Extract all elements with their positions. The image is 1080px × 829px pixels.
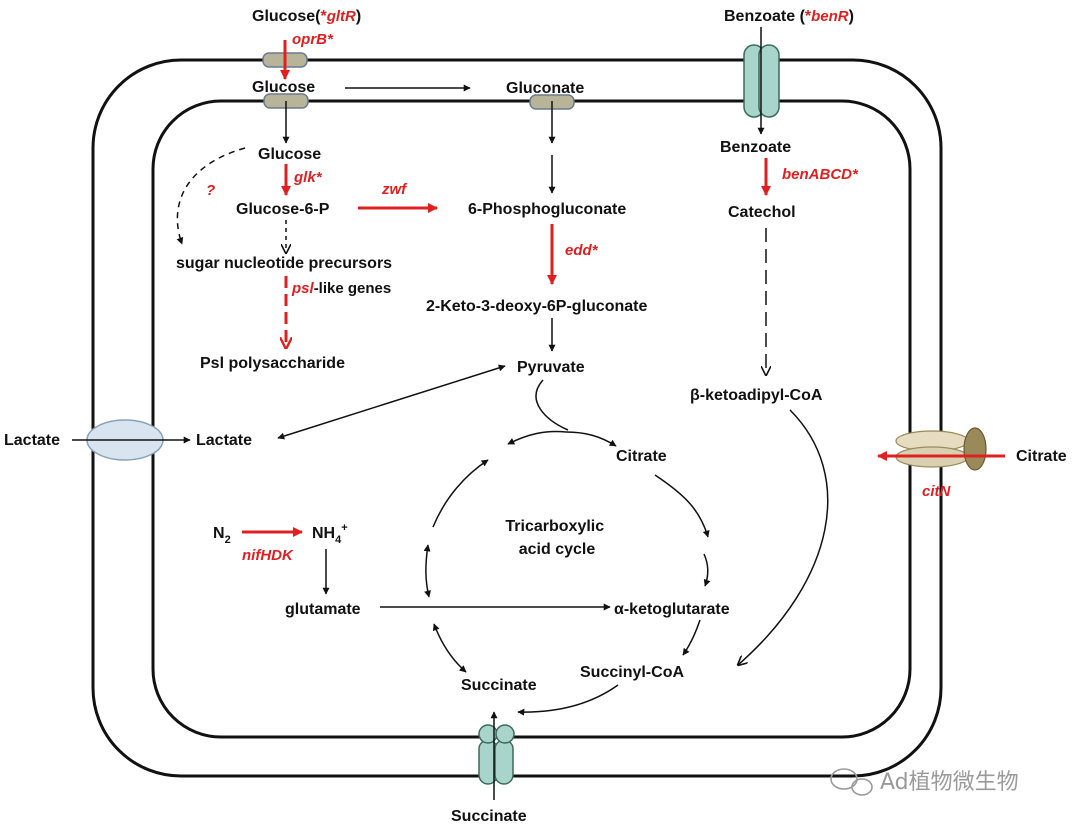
kdpg-label: 2-Keto-3-deoxy-6P-gluconate — [426, 298, 647, 315]
chat-bubbles-icon — [830, 768, 873, 796]
lactate-pyruvate-arrow — [277, 364, 506, 440]
ketoadipyl-label: β-ketoadipyl-CoA — [690, 387, 823, 404]
lactate-inside-label: Lactate — [196, 432, 252, 449]
citrate-outside-label: Citrate — [1016, 448, 1067, 465]
catechol-label: Catechol — [728, 204, 796, 221]
glk-label: glk* — [293, 169, 323, 186]
fumarate-to-malate-arrow — [423, 544, 431, 598]
ketoadipyl-to-succinylcoa-arrow — [738, 409, 829, 665]
succinate-transporter — [478, 724, 515, 785]
edd-label: edd* — [565, 242, 599, 259]
ketoglutarate-to-succinylcoa-arrow — [682, 619, 701, 656]
succinate-inside-label: Succinate — [461, 677, 537, 694]
lactate-outside-label: Lactate — [4, 432, 60, 449]
to-ketoglutarate-arrow — [703, 553, 711, 587]
glucose-periplasm-label: Glucose — [252, 79, 315, 96]
outer-membrane — [91, 58, 943, 778]
tca-cycle-label: Tricarboxylic acid cycle — [505, 518, 608, 558]
psl-polysaccharide-label: Psl polysaccharide — [200, 355, 345, 372]
succinate-to-fumarate-arrow — [432, 623, 467, 673]
sugar-nucleotide-label: sugar nucleotide precursors — [176, 255, 392, 272]
cycle-arrow-to-citrate — [565, 431, 617, 447]
nh4-label: NH4+ — [312, 522, 348, 546]
ketoglutarate-label: α-ketoglutarate — [614, 601, 730, 618]
citrate-to-isocitrate-arrow — [654, 474, 710, 538]
pyruvate-label: Pyruvate — [517, 359, 585, 376]
question-label: ? — [206, 182, 215, 199]
citN-transporter — [895, 427, 987, 471]
malate-to-oxaloacetate-arrow — [432, 459, 489, 528]
benzoate-inside-label: Benzoate — [720, 139, 791, 156]
citrate-inside-label: Citrate — [616, 448, 667, 465]
succinate-outside-label: Succinate — [451, 808, 527, 825]
psl-genes-label: psl-like genes — [291, 280, 391, 297]
benzoate-transporter — [743, 44, 780, 118]
gluconate-label: Gluconate — [506, 80, 584, 97]
succinyl-coa-label: Succinyl-CoA — [580, 664, 684, 681]
glutamate-label: glutamate — [285, 601, 361, 618]
watermark-text: Ad植物微生物 — [880, 770, 1019, 795]
succinylcoa-to-succinate-arrow — [517, 684, 619, 716]
glucose-cytoplasm-label: Glucose — [258, 146, 321, 163]
benzoate-outside-label: Benzoate (*benR) — [724, 8, 854, 25]
zwf-label: zwf — [381, 181, 408, 198]
cycle-arrow-to-oxaloacetate — [507, 430, 567, 445]
pyruvate-to-cycle-connector — [535, 379, 569, 431]
watermark: Ad植物微生物 — [830, 768, 1019, 796]
oprB-label: oprB* — [292, 31, 334, 48]
nifHDK-label: nifHDK — [242, 547, 294, 564]
glucose-outside-label: Glucose(*gltR) — [252, 8, 361, 25]
inner-membrane — [151, 99, 912, 739]
citN-label: citN — [922, 483, 952, 500]
benABCD-label: benABCD* — [782, 166, 859, 183]
glucose6p-label: Glucose-6-P — [236, 201, 330, 218]
phosphogluconate-label: 6-Phosphogluconate — [468, 201, 626, 218]
n2-label: N2 — [213, 525, 231, 546]
